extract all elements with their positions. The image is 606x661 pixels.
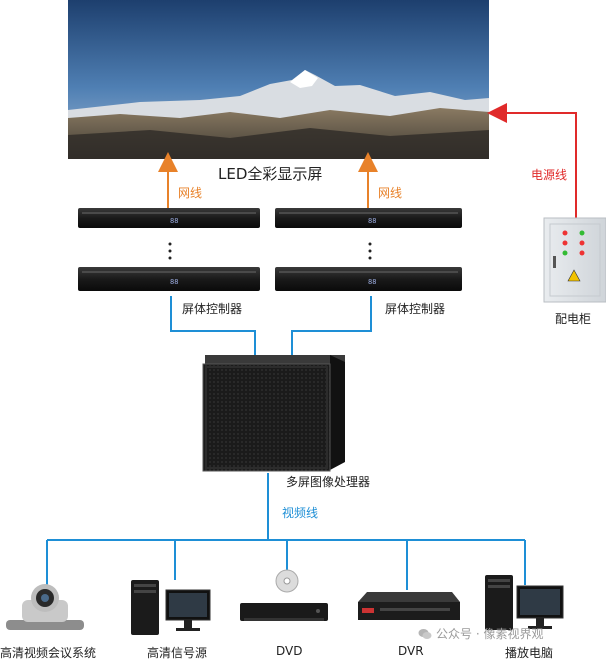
controller-stack-right (275, 208, 462, 291)
screen-title: LED全彩显示屏 (218, 165, 323, 183)
link-right-controller (291, 296, 372, 355)
power-cabinet (543, 217, 606, 303)
controller-label-left: 屏体控制器 (182, 302, 243, 316)
video-line-label: 视频线 (282, 506, 319, 520)
playback-pc (485, 575, 564, 630)
network-label-left: 网线 (178, 186, 203, 200)
source-label-hd-signal: 高清信号源 (147, 646, 208, 660)
wechat-icon (418, 628, 432, 639)
source-label-dvr: DVR (398, 644, 424, 658)
controller-label-right: 屏体控制器 (385, 302, 446, 316)
power-cabinet-label: 配电柜 (555, 312, 592, 326)
network-label-right: 网线 (378, 186, 403, 200)
controller-display-right-top: 88 (368, 217, 376, 225)
conference-camera (6, 584, 84, 630)
controller-stack-left (78, 208, 260, 291)
processor-label: 多屏图像处理器 (286, 475, 371, 489)
watermark: 公众号 · 像素视界观 (418, 625, 543, 642)
power-line (487, 103, 577, 218)
hd-signal-source-pc (131, 580, 211, 635)
power-line-label: 电源线 (531, 168, 568, 182)
source-label-playback-pc: 播放电脑 (505, 646, 554, 660)
controller-display-left-bottom: 88 (170, 278, 178, 286)
led-screen (68, 0, 489, 159)
watermark-text: 公众号 · 像素视界观 (436, 627, 544, 641)
controller-display-left-top: 88 (170, 217, 178, 225)
dvd-player (240, 569, 328, 621)
link-left-controller (170, 296, 256, 355)
controller-display-right-bottom: 88 (368, 278, 376, 286)
source-label-conference: 高清视频会议系统 (0, 646, 97, 660)
dvr-recorder (358, 592, 460, 620)
source-label-dvd: DVD (276, 644, 303, 658)
image-processor (202, 355, 345, 472)
